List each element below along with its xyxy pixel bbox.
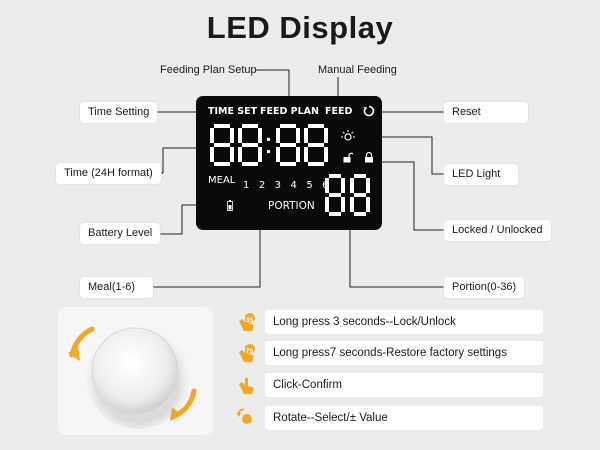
badge-3s: 3S: [246, 318, 254, 324]
segment: [230, 128, 234, 143]
label-reset: Reset: [444, 102, 528, 123]
segment: [329, 193, 341, 197]
instruction-lock-unlock: Long press 3 seconds--Lock/Unlock: [265, 310, 543, 334]
segment: [214, 162, 230, 166]
segment: [276, 147, 280, 162]
badge-7s: 7S: [246, 349, 254, 355]
reset-icon: [363, 105, 375, 117]
hand-press-icon: [239, 313, 255, 331]
segment: [341, 197, 345, 212]
segment: [296, 128, 300, 143]
portion-digits-display: [325, 174, 370, 216]
lock-icon: [365, 152, 373, 163]
label-portion: Portion(0-36): [444, 277, 525, 298]
meal-number: 2: [258, 180, 266, 191]
instruction-restore-factory: Long press7 seconds-Restore factory sett…: [265, 341, 543, 365]
segment: [329, 212, 341, 216]
hand-click-icon: [239, 377, 254, 394]
display-meal-label: MEAL: [208, 175, 236, 186]
colon-dot: [267, 150, 270, 154]
label-led-light: LED Light: [444, 164, 518, 185]
segment: [296, 147, 300, 162]
segment: [354, 212, 366, 216]
rotary-knob: [68, 325, 197, 429]
battery-icon: [227, 200, 233, 211]
label-manual-feeding: Manual Feeding: [318, 64, 397, 76]
unlock-icon: [343, 152, 353, 163]
segment: [354, 193, 366, 197]
segment: [276, 128, 280, 143]
segment: [304, 128, 308, 143]
label-time-format: Time (24H format): [56, 163, 161, 184]
segment: [214, 124, 230, 128]
label-meal: Meal(1-6): [80, 277, 153, 298]
segment: [210, 128, 214, 143]
segment: [280, 162, 296, 166]
label-battery-level: Battery Level: [80, 223, 161, 244]
segment: [230, 147, 234, 162]
rotate-icon: [236, 408, 252, 424]
segment: [258, 128, 262, 143]
display-portion-label: PORTION: [268, 200, 315, 212]
time-digits-display: [210, 124, 328, 166]
led-display-panel: TIME SET FEED PLAN FEED MEAL 1 2 3 4 5 6: [196, 96, 382, 230]
segment: [242, 143, 258, 147]
knob-image: [58, 307, 213, 435]
segment: [308, 162, 324, 166]
label-feeding-plan-setup: Feeding Plan Setup: [160, 64, 257, 76]
meal-number: 5: [306, 180, 313, 191]
meal-number: 4: [290, 180, 297, 191]
label-time-setting: Time Setting: [80, 102, 158, 123]
segment: [325, 178, 329, 193]
led-light-icon: [341, 130, 355, 141]
segment: [214, 143, 230, 147]
segment: [324, 147, 328, 162]
display-feed-plan: FEED PLAN: [260, 106, 319, 117]
segment: [354, 174, 366, 178]
segment: [329, 174, 341, 178]
meal-number: 3: [274, 180, 282, 191]
label-locked-unlocked: Locked / Unlocked: [444, 220, 551, 241]
segment: [280, 143, 296, 147]
segment: [304, 147, 308, 162]
segment: [350, 197, 354, 212]
segment: [258, 147, 262, 162]
segment: [325, 197, 329, 212]
segment: [366, 178, 370, 193]
segment: [341, 178, 345, 193]
segment: [366, 197, 370, 212]
segment: [210, 147, 214, 162]
segment: [242, 162, 258, 166]
instruction-rotate-select: Rotate--Select/± Value: [265, 406, 543, 430]
instruction-click-confirm: Click-Confirm: [265, 373, 543, 397]
segment: [308, 124, 324, 128]
segment: [308, 143, 324, 147]
meal-number: 1: [243, 180, 250, 191]
meal-numbers: 1 2 3 4 5 6: [243, 175, 329, 193]
colon-dot: [267, 137, 270, 141]
segment: [350, 178, 354, 193]
segment: [324, 128, 328, 143]
hand-press-icon: [239, 344, 255, 362]
segment: [238, 128, 242, 143]
segment: [238, 147, 242, 162]
segment: [280, 124, 296, 128]
display-feed: FEED: [325, 106, 353, 117]
display-time-set: TIME SET: [208, 106, 258, 117]
segment: [242, 124, 258, 128]
page-title: LED Display: [206, 10, 394, 45]
